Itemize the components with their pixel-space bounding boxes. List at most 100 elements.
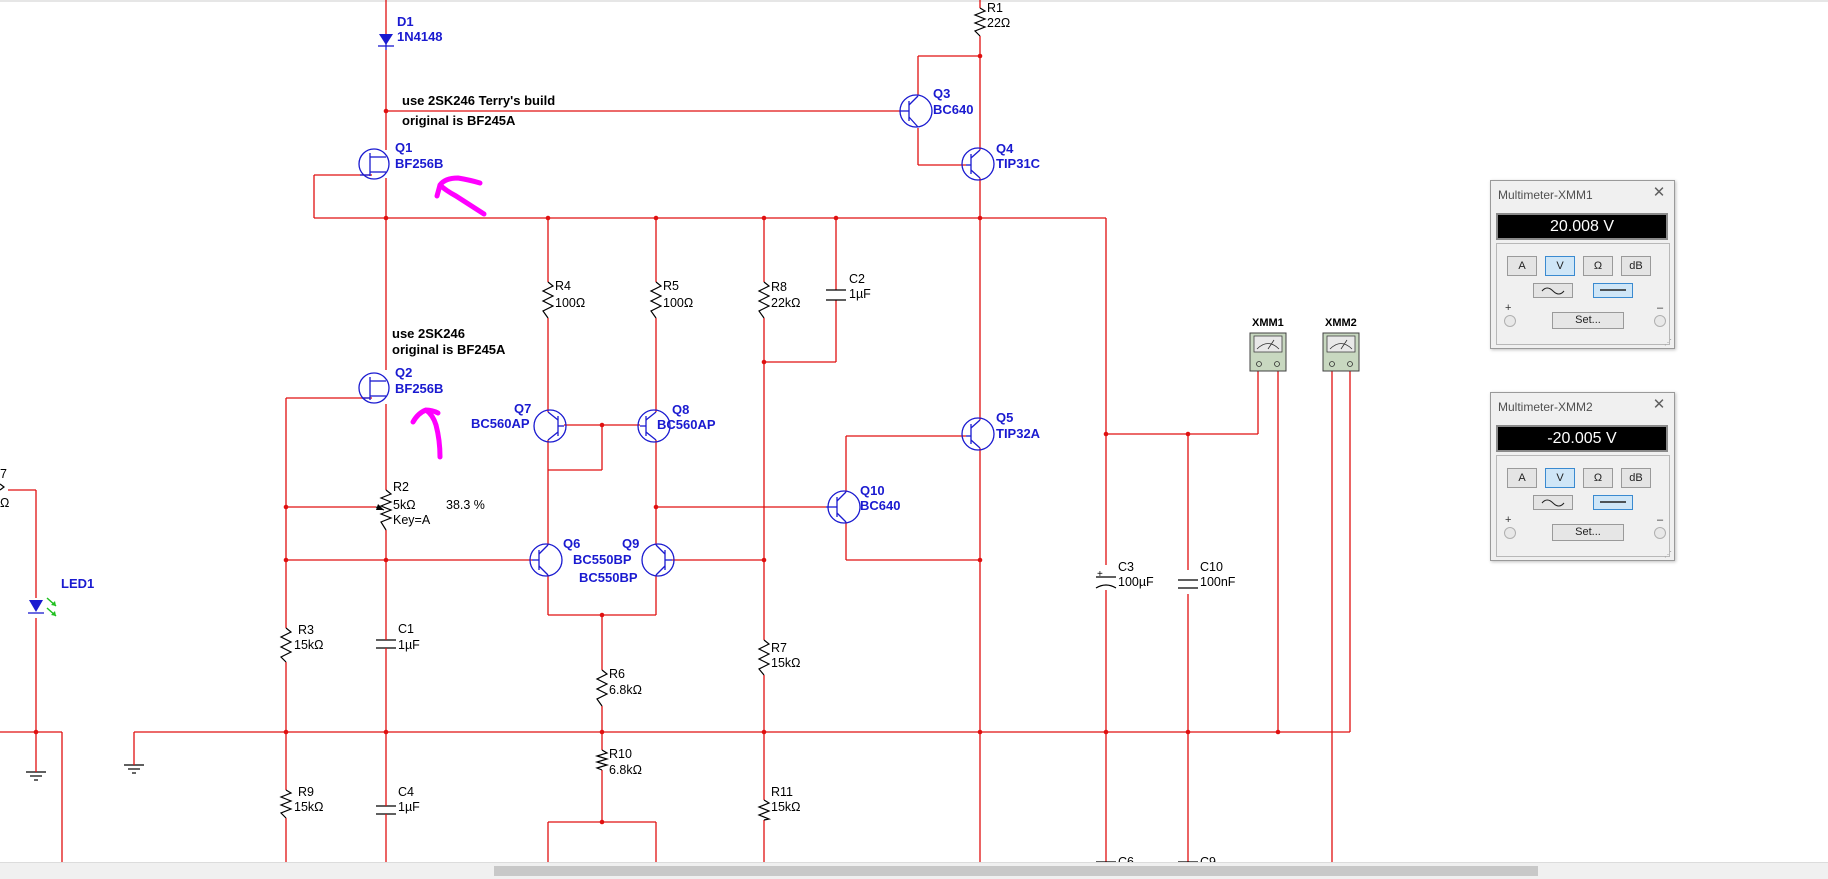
r5-ref: R5 xyxy=(663,279,679,293)
q8-transistor-symbol[interactable] xyxy=(637,409,671,443)
partial-value: Ω xyxy=(0,496,9,510)
r6-resistor-symbol[interactable] xyxy=(595,669,609,707)
q6-transistor-symbol[interactable] xyxy=(529,543,563,577)
q10-transistor-symbol[interactable] xyxy=(826,490,861,524)
negative-sign: – xyxy=(1657,302,1664,314)
r8-ref: R8 xyxy=(771,280,787,294)
dc-line-icon xyxy=(1600,289,1626,291)
r6-ref: R6 xyxy=(609,667,625,681)
q1-jfet-symbol[interactable] xyxy=(358,148,390,180)
q4-ref: Q4 xyxy=(996,141,1014,156)
led1-symbol[interactable] xyxy=(28,597,57,617)
ground-icon xyxy=(26,770,46,781)
negative-terminal[interactable] xyxy=(1654,527,1666,539)
r4-resistor-symbol[interactable] xyxy=(541,281,555,319)
scrollbar-thumb[interactable] xyxy=(494,866,1538,876)
c1-capacitor-symbol[interactable] xyxy=(376,632,396,653)
window-title: Multimeter-XMM2 xyxy=(1498,400,1593,414)
xmm2-multimeter-icon[interactable] xyxy=(1322,332,1360,372)
c1-value: 1µF xyxy=(398,638,420,652)
r10-resistor-symbol[interactable] xyxy=(594,749,610,771)
c2-capacitor-symbol[interactable] xyxy=(826,289,846,301)
meter-controls: A V Ω dB + – Set... xyxy=(1496,243,1670,345)
annotation-arrow xyxy=(410,407,443,460)
q7-value: BC560AP xyxy=(471,416,530,431)
r9-ref: R9 xyxy=(298,785,314,799)
partial-resistor-symbol xyxy=(0,483,5,491)
wires xyxy=(0,0,1351,862)
q6-ref: Q6 xyxy=(563,536,580,551)
resize-grip-icon[interactable]: ⋰ xyxy=(1664,338,1672,347)
voltmeter-button[interactable]: V xyxy=(1545,468,1575,488)
d1-ref: D1 xyxy=(397,14,414,29)
close-icon[interactable]: ✕ xyxy=(1652,184,1666,201)
r3-ref: R3 xyxy=(298,623,314,637)
sine-wave-icon xyxy=(1541,499,1565,507)
sine-wave-icon xyxy=(1541,287,1565,295)
c3-capacitor-symbol[interactable]: + xyxy=(1095,569,1117,589)
q5-ref: Q5 xyxy=(996,410,1013,425)
window-title: Multimeter-XMM1 xyxy=(1498,188,1593,202)
ac-mode-button[interactable] xyxy=(1533,283,1573,298)
r11-resistor-symbol[interactable] xyxy=(757,799,772,821)
q5-value: TIP32A xyxy=(996,426,1041,441)
r3-resistor-symbol[interactable] xyxy=(279,627,293,663)
r1-ref: R1 xyxy=(987,1,1003,15)
q7-transistor-symbol[interactable] xyxy=(533,409,567,443)
r9-resistor-symbol[interactable] xyxy=(279,789,293,819)
decibel-button[interactable]: dB xyxy=(1621,256,1651,276)
dc-mode-button[interactable] xyxy=(1593,283,1633,298)
voltmeter-button[interactable]: V xyxy=(1545,256,1575,276)
q1-note-line2: original is BF245A xyxy=(402,113,516,128)
ammeter-button[interactable]: A xyxy=(1507,256,1537,276)
c4-capacitor-symbol[interactable] xyxy=(376,800,396,820)
q2-jfet-symbol[interactable] xyxy=(358,372,390,404)
positive-terminal[interactable] xyxy=(1504,527,1516,539)
c4-ref: C4 xyxy=(398,785,414,799)
set-button[interactable]: Set... xyxy=(1552,524,1624,541)
r5-resistor-symbol[interactable] xyxy=(649,281,663,319)
q4-value: TIP31C xyxy=(996,156,1041,171)
multimeter-xmm2-window[interactable]: Multimeter-XMM2 ✕ -20.005 V A V Ω dB + –… xyxy=(1490,392,1675,561)
partial-ref: 7 xyxy=(0,467,7,481)
positive-sign: + xyxy=(1505,514,1512,526)
r2-potentiometer-symbol[interactable] xyxy=(375,489,393,531)
q9-value: BC550BP xyxy=(579,570,638,585)
ohmmeter-button[interactable]: Ω xyxy=(1583,256,1613,276)
r8-resistor-symbol[interactable] xyxy=(757,281,771,319)
ohmmeter-button[interactable]: Ω xyxy=(1583,468,1613,488)
decibel-button[interactable]: dB xyxy=(1621,468,1651,488)
q5-transistor-symbol[interactable] xyxy=(961,417,995,451)
component-labels: D1 1N4148 R1 22Ω use 2SK246 Terry's buil… xyxy=(0,1,1357,862)
q2-note-line2: original is BF245A xyxy=(392,342,506,357)
q4-transistor-symbol[interactable] xyxy=(961,147,995,181)
ammeter-button[interactable]: A xyxy=(1507,468,1537,488)
q8-value: BC560AP xyxy=(657,417,716,432)
positive-terminal[interactable] xyxy=(1504,315,1516,327)
q10-ref: Q10 xyxy=(860,483,885,498)
multimeter-xmm1-window[interactable]: Multimeter-XMM1 ✕ 20.008 V A V Ω dB + – … xyxy=(1490,180,1675,349)
r1-resistor-symbol[interactable] xyxy=(973,7,987,37)
led1-ref: LED1 xyxy=(61,576,94,591)
q9-transistor-symbol[interactable] xyxy=(641,543,675,577)
close-icon[interactable]: ✕ xyxy=(1652,396,1666,413)
q3-transistor-symbol[interactable] xyxy=(899,94,933,128)
horizontal-scrollbar[interactable] xyxy=(0,862,1828,879)
q1-note-line1: use 2SK246 Terry's build xyxy=(402,93,555,108)
c3-value: 100µF xyxy=(1118,575,1154,589)
r7-resistor-symbol[interactable] xyxy=(757,639,771,676)
r4-value: 100Ω xyxy=(555,296,585,310)
d1-diode-symbol[interactable] xyxy=(378,34,394,50)
q9-ref: Q9 xyxy=(622,536,639,551)
c2-ref: C2 xyxy=(849,272,865,286)
negative-terminal[interactable] xyxy=(1654,315,1666,327)
c10-capacitor-symbol[interactable] xyxy=(1178,579,1198,589)
r3-value: 15kΩ xyxy=(294,638,324,652)
resize-grip-icon[interactable]: ⋰ xyxy=(1664,550,1672,559)
set-button[interactable]: Set... xyxy=(1552,312,1624,329)
ac-mode-button[interactable] xyxy=(1533,495,1573,510)
dc-mode-button[interactable] xyxy=(1593,495,1633,510)
meter-reading: -20.005 V xyxy=(1496,425,1668,452)
xmm1-multimeter-icon[interactable] xyxy=(1249,332,1287,372)
